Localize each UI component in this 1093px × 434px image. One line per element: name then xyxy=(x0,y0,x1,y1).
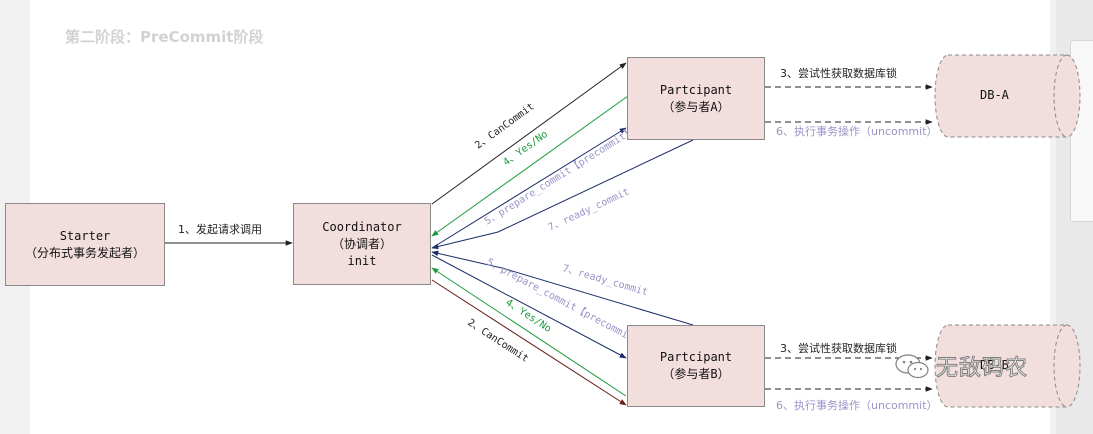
db-b-cylinder xyxy=(934,324,1081,408)
page-panel xyxy=(30,0,1050,434)
coordinator-role: （协调者） xyxy=(331,236,392,251)
participant-a-role: （参与者A） xyxy=(662,99,730,114)
arrow-yesno-b xyxy=(431,267,627,397)
starter-role: （分布式事务发起者） xyxy=(24,245,145,260)
coordinator-box: Coordinator （协调者） init xyxy=(293,203,431,285)
wechat-icon xyxy=(895,354,929,379)
label-lock-a: 3、尝试性获取数据库锁 xyxy=(780,66,897,80)
participant-a-box: Partcipant （参与者A） xyxy=(627,57,765,140)
participant-b-name: Partcipant xyxy=(659,350,733,364)
arrow-yesno-a xyxy=(431,95,629,237)
starter-box: Starter （分布式事务发起者） xyxy=(5,203,165,286)
arrow-ready-b xyxy=(431,250,694,326)
starter-name: Starter xyxy=(59,228,111,243)
participant-a-name: Partcipant xyxy=(659,82,733,97)
label-prepare-a: 5、prepare_commit【precommit】 xyxy=(482,125,636,228)
label-call: 1、发起请求调用 xyxy=(178,222,262,236)
arrow-cancommit-b xyxy=(431,279,627,406)
db-a-cylinder xyxy=(934,54,1081,138)
label-uncommit-a: 6、执行事务操作（uncommit） xyxy=(776,124,938,138)
label-yesno-b: 4、Yes/No xyxy=(503,297,553,335)
participant-b-box: Partcipant （参与者B） xyxy=(627,325,765,407)
label-cancommit-b: 2、CanCommit xyxy=(465,317,530,364)
db-b-label: DB-B xyxy=(980,358,1009,372)
coordinator-name: Coordinator xyxy=(322,219,402,234)
label-ready-a: 7、ready_commit xyxy=(547,186,632,233)
label-uncommit-b: 6、执行事务操作（uncommit） xyxy=(776,398,938,412)
section-heading: 第二阶段：PreCommit阶段 xyxy=(65,28,264,46)
arrow-ready-a xyxy=(431,139,694,250)
coordinator-state: init xyxy=(347,253,377,268)
db-a-label: DB-A xyxy=(980,88,1009,102)
participant-b-role: （参与者B） xyxy=(662,367,730,381)
arrow-prepare-a xyxy=(431,127,627,249)
arrow-cancommit-a xyxy=(431,62,627,205)
label-ready-b: 7、ready_commit xyxy=(561,263,649,298)
label-lock-b: 3、尝试性获取数据库锁 xyxy=(780,341,897,355)
watermark: 无敌码农 xyxy=(894,350,1028,382)
arrow-prepare-b xyxy=(431,254,627,359)
watermark-text: 无敌码农 xyxy=(935,356,1029,382)
